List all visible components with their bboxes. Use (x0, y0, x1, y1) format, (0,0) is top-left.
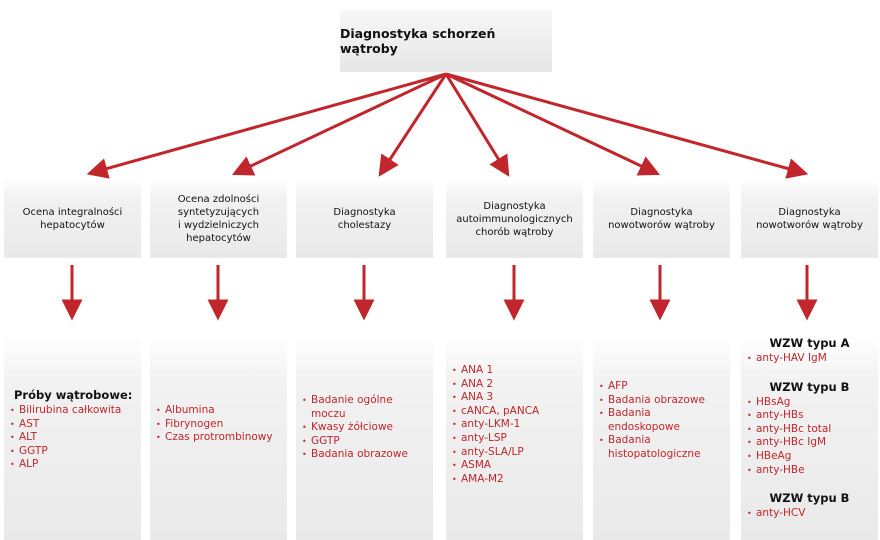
list-item: cANCA, pANCA (452, 405, 577, 419)
list-item: anty-HBs (747, 409, 872, 423)
list-item: HBsAg (747, 396, 872, 410)
list-item: Czas protrombinowy (156, 431, 281, 445)
detail-box-4: ANA 1 ANA 2 ANA 3 cANCA, pANCA anty-LKM-… (446, 336, 583, 540)
arrow-root-to-cat6 (445, 72, 809, 179)
category-box-3: Diagnostyka cholestazy (296, 180, 433, 258)
category-label: Diagnostyka autoimmunologicznych chorób … (456, 200, 573, 238)
list-item: ANA 3 (452, 391, 577, 405)
group-header: WZW typu B (769, 379, 850, 394)
list-item: anty-HBe (747, 464, 872, 478)
root-box: Diagnostyka schorzeń wątroby (340, 10, 552, 72)
detail-list: anty-HCV (747, 507, 872, 521)
list-item: ANA 2 (452, 378, 577, 392)
list-item: ANA 1 (452, 364, 577, 378)
list-item: Bilirubina całkowita (10, 404, 135, 418)
list-item: AST (10, 418, 135, 432)
list-item: ALT (10, 431, 135, 445)
detail-list: HBsAg anty-HBs anty-HBc total anty-HBc I… (747, 396, 872, 478)
category-label: Diagnostyka nowotworów wątroby (608, 207, 715, 231)
list-item: AMA-M2 (452, 473, 577, 487)
list-item: Badanie ogólne moczu (302, 394, 427, 421)
category-label: Diagnostyka cholestazy (333, 207, 396, 231)
category-box-5: Diagnostyka nowotworów wątroby (593, 180, 730, 258)
root-title: Diagnostyka schorzeń wątroby (340, 26, 496, 56)
detail-list: ANA 1 ANA 2 ANA 3 cANCA, pANCA anty-LKM-… (452, 364, 577, 486)
category-box-6: Diagnostyka nowotworów wątroby (741, 180, 878, 258)
detail-list: anty-HAV IgM (747, 352, 872, 366)
detail-list: AFP Badania obrazowe Badania endoskopowe… (599, 380, 724, 462)
list-item: anty-HBc IgM (747, 436, 872, 450)
list-item: Badania obrazowe (599, 394, 724, 408)
detail-list: Badanie ogólne moczu Kwasy żółciowe GGTP… (302, 394, 427, 462)
arrow-root-to-cat3 (378, 73, 448, 177)
group-header: WZW typu A (769, 336, 850, 350)
category-box-2: Ocena zdolności syntetyzujących i wydzie… (150, 180, 287, 258)
list-item: anty-HBc total (747, 423, 872, 437)
detail-box-1: Próby wątrobowe: Bilirubina całkowita AS… (4, 336, 141, 540)
category-label: Ocena zdolności syntetyzujących i wydzie… (177, 194, 260, 244)
detail-box-5: AFP Badania obrazowe Badania endoskopowe… (593, 336, 730, 540)
category-label: Diagnostyka nowotworów wątroby (756, 207, 863, 231)
list-item: Fibrynogen (156, 418, 281, 432)
group-header: WZW typu B (769, 491, 850, 506)
list-item: AFP (599, 380, 724, 394)
list-item: ASMA (452, 459, 577, 473)
list-item: GGTP (302, 435, 427, 449)
list-item: HBeAg (747, 450, 872, 464)
detail-list: Bilirubina całkowita AST ALT GGTP ALP (10, 404, 135, 472)
detail-box-3: Badanie ogólne moczu Kwasy żółciowe GGTP… (296, 336, 433, 540)
category-box-4: Diagnostyka autoimmunologicznych chorób … (446, 180, 583, 258)
category-label: Ocena integralności hepatocytów (22, 207, 123, 231)
list-item: anty-LSP (452, 432, 577, 446)
detail-box-2: Albumina Fibrynogen Czas protrombinowy (150, 336, 287, 540)
list-item: anty-SLA/LP (452, 446, 577, 460)
arrow-root-to-cat1 (86, 72, 447, 179)
list-item: Badania histopatologiczne (599, 434, 724, 461)
list-item: Kwasy żółciowe (302, 421, 427, 435)
list-item: anty-HAV IgM (747, 352, 872, 366)
arrow-root-to-cat2 (231, 72, 447, 176)
list-item: Badania endoskopowe (599, 407, 724, 434)
arrow-root-to-cat4 (444, 73, 510, 177)
list-item: anty-LKM-1 (452, 418, 577, 432)
list-item: Badania obrazowe (302, 448, 427, 462)
category-box-1: Ocena integralności hepatocytów (4, 180, 141, 258)
list-item: anty-HCV (747, 507, 872, 521)
detail-list: Albumina Fibrynogen Czas protrombinowy (156, 404, 281, 445)
list-item: Albumina (156, 404, 281, 418)
detail-box-6: WZW typu A anty-HAV IgM WZW typu B HBsAg… (741, 336, 878, 540)
list-item: ALP (10, 458, 135, 472)
arrow-root-to-cat5 (445, 72, 661, 176)
detail-header: Próby wątrobowe: (14, 388, 133, 402)
list-item: GGTP (10, 445, 135, 459)
